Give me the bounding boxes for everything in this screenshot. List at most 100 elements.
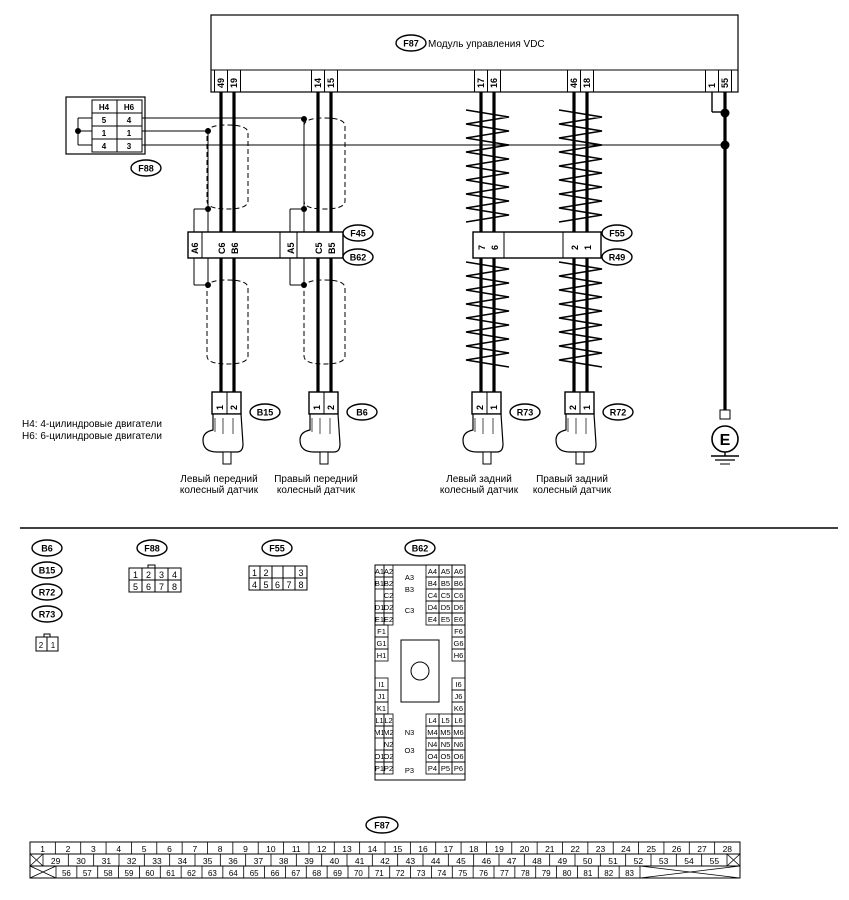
module-pin-49: 49 xyxy=(216,78,226,88)
sensor-pin: 1 xyxy=(312,405,322,410)
f87-pin: 53 xyxy=(659,856,669,866)
shield xyxy=(206,124,249,210)
b62-pin: G6 xyxy=(453,639,463,648)
f87-pin: 60 xyxy=(145,869,154,878)
f55-view-pin: 7 xyxy=(286,580,291,590)
f87-pin: 9 xyxy=(243,844,248,854)
f55-view-pin: 8 xyxy=(298,580,303,590)
f87-pin: 38 xyxy=(279,856,289,866)
f87-pin: 41 xyxy=(355,856,365,866)
b62-pin: C6 xyxy=(454,591,464,600)
f87-pin: 14 xyxy=(368,844,378,854)
sensor-label: Правый передний xyxy=(274,474,358,485)
connector-badge xyxy=(31,605,63,623)
f87-pin: 49 xyxy=(558,856,568,866)
small-view-code: R72 xyxy=(39,588,56,598)
f87-pin: 75 xyxy=(458,869,467,878)
f87-pin: 77 xyxy=(500,869,509,878)
f87-blank-cell xyxy=(29,853,44,867)
b62-pin: K1 xyxy=(377,704,386,713)
f87-pin: 3 xyxy=(91,844,96,854)
f87-pin: 23 xyxy=(596,844,606,854)
legend-h6: H6: 6-цилиндровые двигатели xyxy=(22,431,162,442)
f55-code: F55 xyxy=(609,229,625,239)
b62-pin: F1 xyxy=(377,627,386,636)
b62-pin: N5 xyxy=(441,740,451,749)
junction-pin-1: 1 xyxy=(583,245,593,250)
b62-center-hole xyxy=(410,661,430,681)
f87-pin: 24 xyxy=(621,844,631,854)
module-pin-46: 46 xyxy=(569,78,579,88)
f87-pin: 55 xyxy=(710,856,720,866)
b62-cell xyxy=(374,648,389,662)
f87-pin: 17 xyxy=(444,844,454,854)
b62-pin: A4 xyxy=(428,567,437,576)
b62-pin: G1 xyxy=(376,639,386,648)
f87-pin: 81 xyxy=(583,869,592,878)
f87-pin: 56 xyxy=(62,869,71,878)
b62-pin: E5 xyxy=(441,615,450,624)
small-view-code: B6 xyxy=(41,544,53,554)
sensor-code: B6 xyxy=(356,408,368,418)
sensor-tip xyxy=(575,451,585,465)
f87-pin: 43 xyxy=(406,856,416,866)
small-view-pin: 2 xyxy=(39,641,44,650)
sensor-label: Левый передний xyxy=(180,474,257,485)
f87-pin: 33 xyxy=(152,856,162,866)
junction-pin-6: 6 xyxy=(490,245,500,250)
b62-cell xyxy=(383,612,394,626)
b62-cell xyxy=(383,761,394,775)
twisted-pair xyxy=(465,261,510,368)
sensor-pin: 1 xyxy=(215,405,225,410)
b62-pin: J1 xyxy=(378,692,386,701)
f87-pin: 76 xyxy=(479,869,488,878)
f88-pin: 1 xyxy=(127,129,132,138)
b62-pin: K6 xyxy=(454,704,463,713)
f87-pin: 50 xyxy=(583,856,593,866)
twisted-pair xyxy=(558,109,603,223)
small-view-code: B15 xyxy=(39,566,56,576)
f87-pin: 44 xyxy=(431,856,441,866)
f55-view-pin: 6 xyxy=(275,580,280,590)
b62-pin: P6 xyxy=(454,764,463,773)
module-pin-1: 1 xyxy=(707,83,717,88)
f55-view-pin: 4 xyxy=(252,580,257,590)
junction-pin-7: 7 xyxy=(477,245,487,250)
sensor-pin: 1 xyxy=(489,405,499,410)
f87-pin: 51 xyxy=(608,856,618,866)
f87-pin: 82 xyxy=(604,869,613,878)
sensor-tip xyxy=(482,451,492,465)
b62-cell xyxy=(451,761,466,775)
f45-code: F45 xyxy=(350,229,366,239)
b62-pin: P3 xyxy=(405,766,414,775)
f55-view-pin: 1 xyxy=(252,568,257,578)
module-pin-55: 55 xyxy=(720,78,730,88)
b62-pin: H6 xyxy=(454,651,464,660)
f88-dot xyxy=(75,128,81,134)
f87-pin: 10 xyxy=(266,844,276,854)
junction-pin-C5: C5 xyxy=(314,242,324,254)
b62-pin: C3 xyxy=(405,606,415,615)
b62-pin: B1 xyxy=(375,579,384,588)
b62-pin: M1 xyxy=(374,728,384,737)
f87-pin: 65 xyxy=(250,869,259,878)
f87-pin: 21 xyxy=(545,844,555,854)
b62-code: B62 xyxy=(350,253,367,263)
b62-pin: N3 xyxy=(405,728,415,737)
f87-pin: 80 xyxy=(563,869,572,878)
ground-symbol: E xyxy=(720,432,731,449)
f87-pin: 7 xyxy=(192,844,197,854)
connector-badge xyxy=(395,34,427,52)
module-pin-14: 14 xyxy=(313,78,323,88)
connector-badge xyxy=(365,816,399,834)
b62-pin: D6 xyxy=(454,603,464,612)
f87-pin: 79 xyxy=(542,869,551,878)
b62-pin: E2 xyxy=(384,615,393,624)
connector-badge xyxy=(601,248,633,266)
b62-cell xyxy=(451,648,466,662)
f87-pin: 8 xyxy=(218,844,223,854)
connector-badge xyxy=(136,539,168,557)
junction-pin-C6: C6 xyxy=(217,242,227,254)
f87-pin: 69 xyxy=(333,869,342,878)
f87-pin: 2 xyxy=(66,844,71,854)
